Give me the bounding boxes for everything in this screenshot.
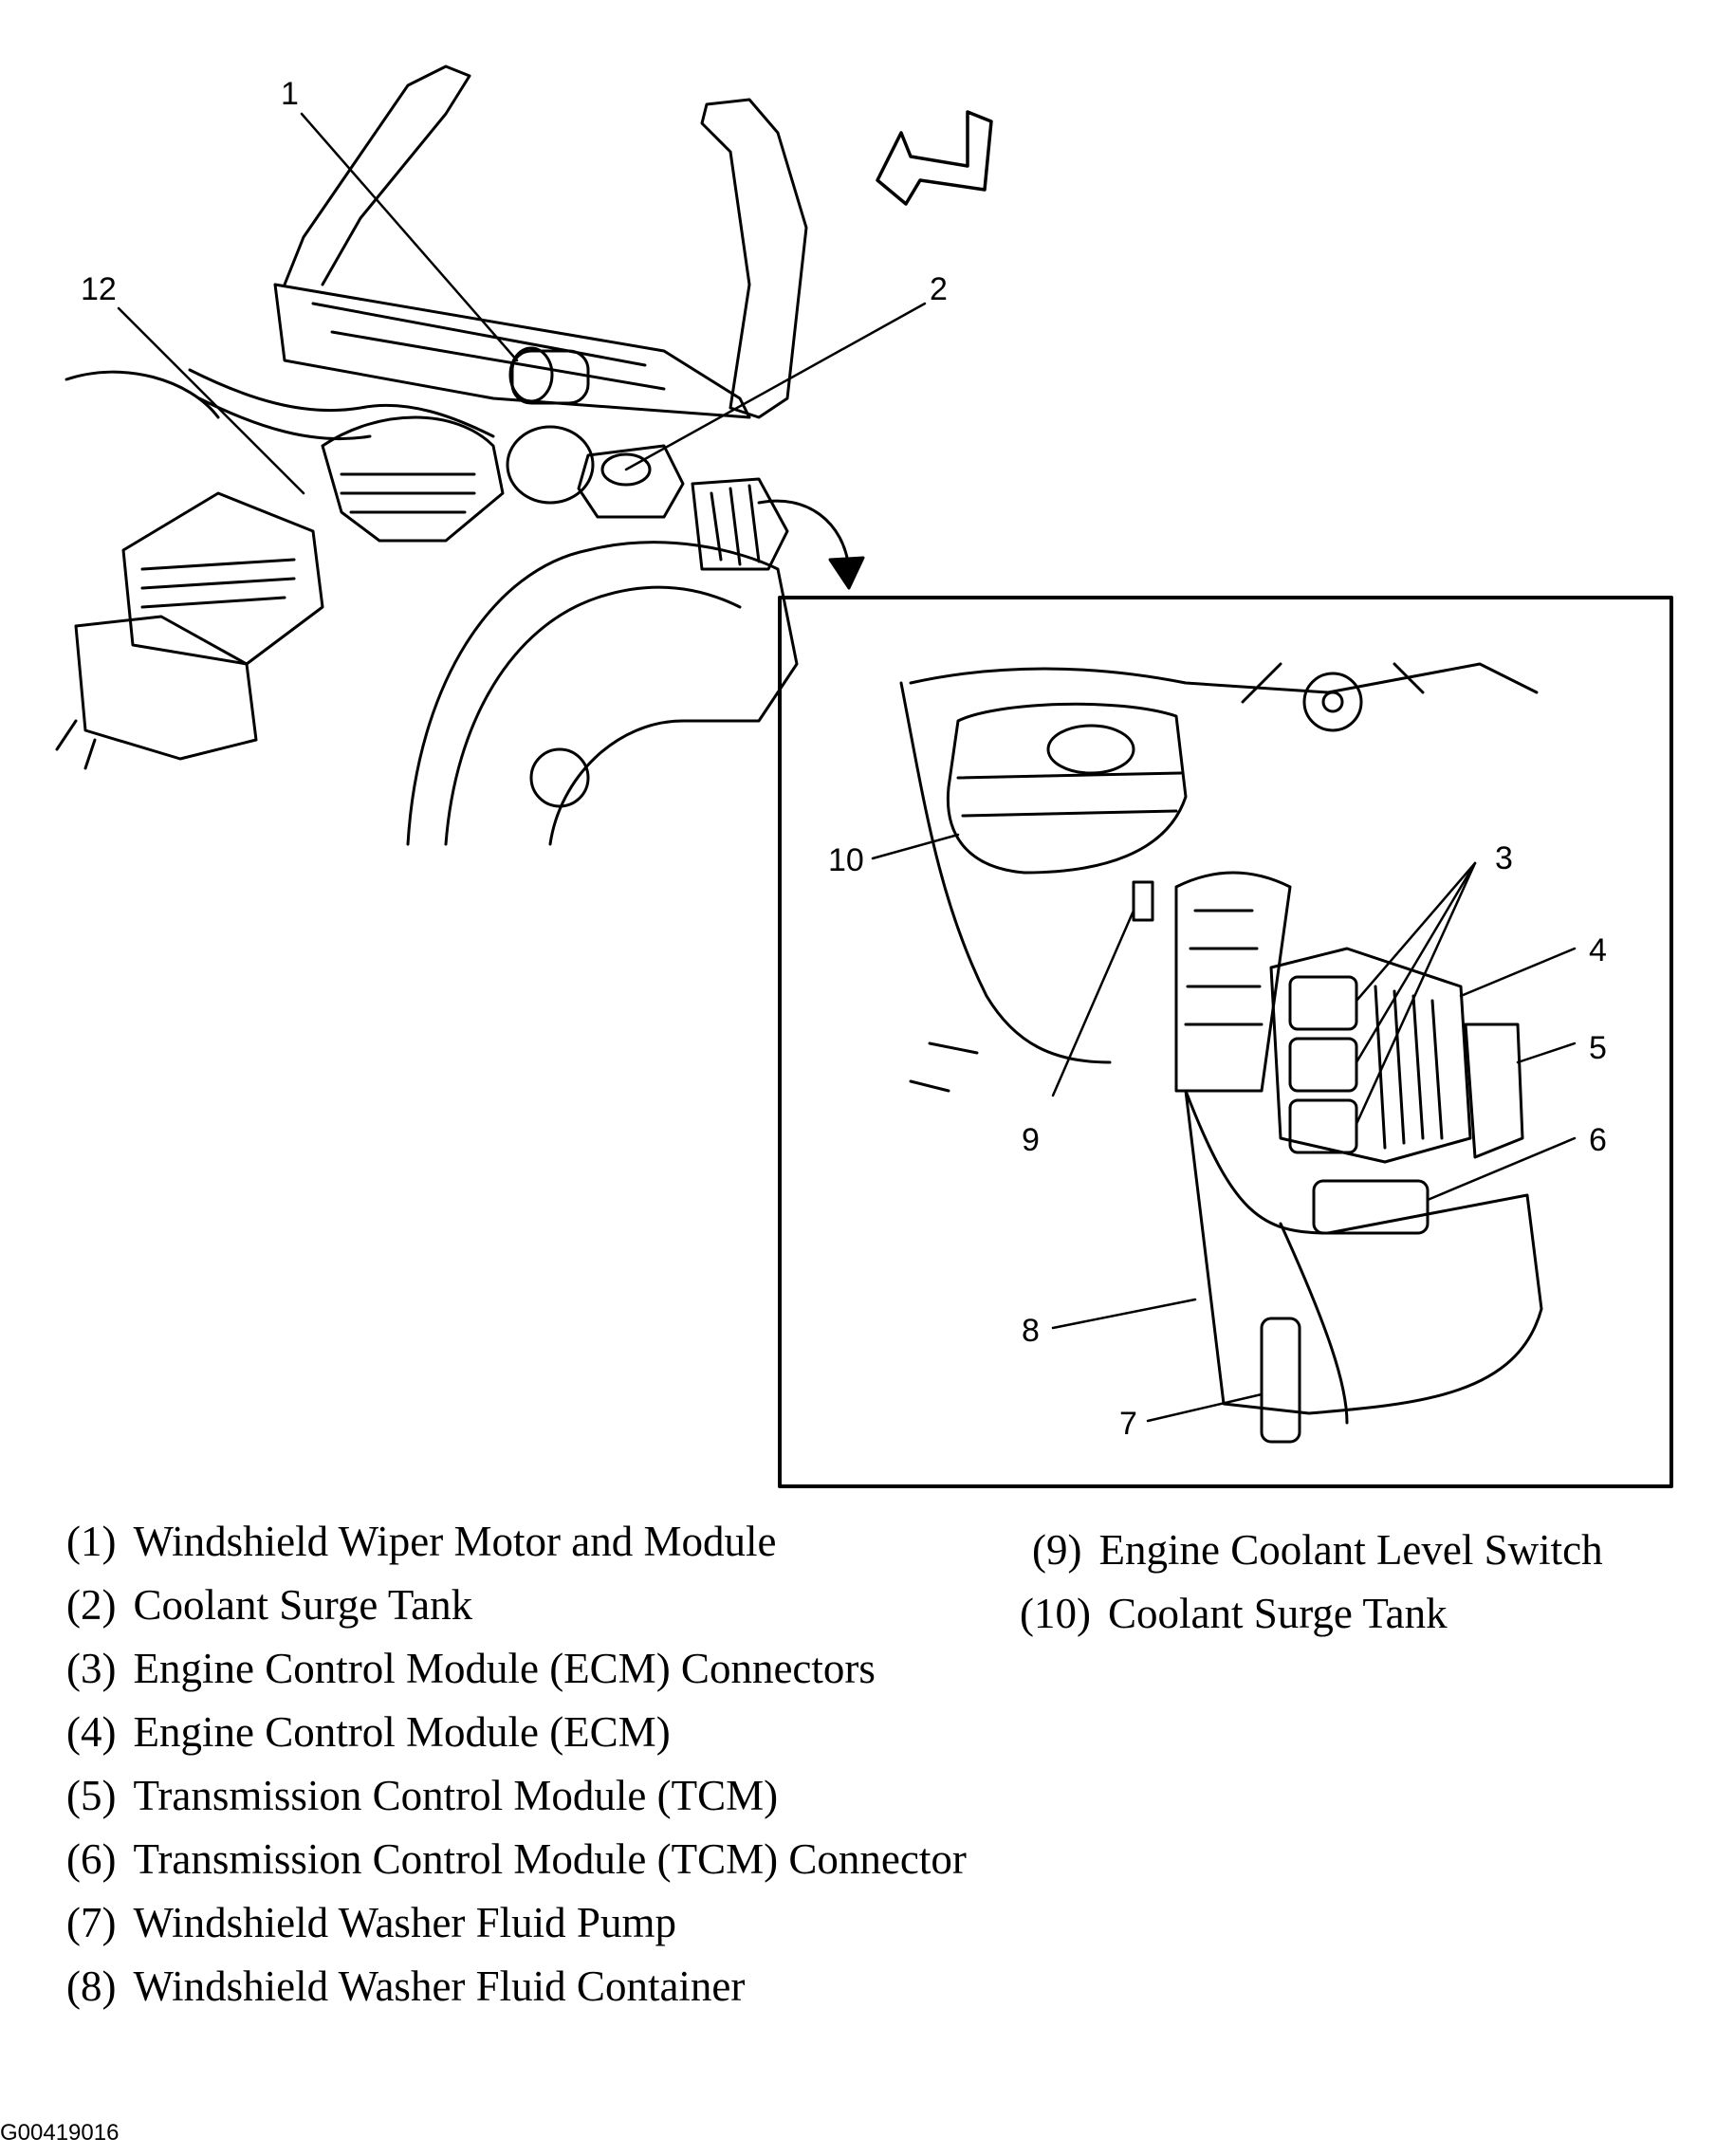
legend-text: Windshield Washer Fluid Container [133,1963,746,2010]
leader-6 [1426,1136,1577,1202]
detail-view-frame [778,596,1673,1488]
legend-item-6: (6) Transmission Control Module (TCM) Con… [66,1838,967,1881]
wiper-motor-cap [508,346,554,403]
legend-item-3: (3) Engine Control Module (ECM) Connector… [66,1648,876,1690]
legend-item-8: (8) Windshield Washer Fluid Container [66,1965,745,2008]
legend-text: Windshield Washer Fluid Pump [133,1899,676,1946]
callout-5: 5 [1589,1030,1607,1066]
legend-num: (2) [66,1581,117,1629]
legend-num: (6) [66,1835,117,1883]
callout-4: 4 [1589,932,1607,968]
legend-text: Engine Control Module (ECM) [133,1708,671,1756]
legend-item-4: (4) Engine Control Module (ECM) [66,1711,671,1754]
wiper-motor-body [510,349,590,405]
leader-4 [1459,947,1577,998]
legend-text: Windshield Wiper Motor and Module [133,1518,777,1565]
coolant-level-switch [1132,880,1154,922]
leader-7 [1146,1392,1264,1423]
legend-text: Transmission Control Module (TCM) [133,1772,779,1819]
engine-top-hoses [909,662,1539,694]
legend-num: (3) [66,1645,117,1692]
curved-detail-arrow [757,499,851,571]
washer-fluid-pump [1260,1317,1301,1444]
leader-10 [871,833,960,860]
tcm-module [1464,1023,1524,1159]
tcm-connector [1312,1179,1430,1235]
leader-3a [1355,861,1477,1003]
figure-code: G00419016 [0,2120,120,2146]
callout-2: 2 [930,271,948,307]
callout-6: 6 [1589,1122,1607,1158]
legend-text: Engine Control Module (ECM) Connectors [133,1645,876,1692]
direction-arrow-icon [876,110,993,206]
curved-arrow-head-icon [828,556,865,590]
callout-12: 12 [81,271,117,307]
surge-tank-detail [946,702,1188,875]
fender-wheel-well [406,541,799,846]
ecm-module [1269,947,1472,1164]
legend-item-2: (2) Coolant Surge Tank [66,1584,472,1627]
wiring-harness [188,368,495,438]
windshield-frame-right [700,98,808,419]
leader-1 [300,112,519,362]
leader-9 [1051,909,1135,1097]
ecm-connector-3 [1288,1098,1358,1154]
leader-2 [624,302,927,471]
front-left-curve [65,370,220,419]
legend-num: (5) [66,1772,117,1819]
air-intake-duct [321,415,505,543]
air-cleaner-box [121,491,324,666]
surge-tank-cap-detail [1046,724,1135,775]
legend-num: (1) [66,1518,117,1565]
leader-8 [1051,1298,1197,1330]
windshield-frame [283,64,471,286]
ecm-connector-2 [1288,1037,1358,1093]
cowl-inner [311,302,666,391]
leader-5 [1516,1041,1577,1064]
legend-num: (10) [1020,1590,1091,1637]
legend-item-9: (9) Engine Coolant Level Switch [1032,1529,1603,1572]
callout-1: 1 [281,76,299,112]
ecm-connector-1 [1288,975,1358,1031]
legend-num: (9) [1032,1526,1082,1574]
legend-text: Coolant Surge Tank [1107,1590,1448,1637]
callout-7: 7 [1119,1406,1137,1442]
engine-pulley [1302,672,1363,732]
callout-9: 9 [1022,1122,1040,1158]
washer-fluid-container [1184,1089,1543,1415]
leader-12 [117,306,305,495]
callout-8: 8 [1022,1313,1040,1349]
legend-text: Coolant Surge Tank [133,1581,473,1629]
fender-inner [444,585,742,846]
callout-3: 3 [1495,840,1513,876]
detail-view [899,662,1543,1444]
front-module [74,615,258,761]
wheel-well-hole [529,747,590,808]
overview-view [55,64,993,846]
cowl-panel [273,283,751,419]
leader-3c [1355,861,1477,1126]
legend-item-7: (7) Windshield Washer Fluid Pump [66,1902,676,1944]
legend-num: (4) [66,1708,117,1756]
washer-filler-neck [1174,871,1292,1093]
callout-10: 10 [828,842,864,878]
legend-item-1: (1) Windshield Wiper Motor and Module [66,1520,776,1563]
surge-tank-overview [577,444,685,519]
legend-num: (7) [66,1899,117,1946]
brake-booster [506,425,595,505]
legend-num: (8) [66,1963,117,2010]
legend-item-10: (10) Coolant Surge Tank [1020,1593,1448,1635]
surge-tank-cap [600,452,652,487]
legend-item-5: (5) Transmission Control Module (TCM) [66,1775,778,1817]
ecm-area-overview [691,477,789,571]
legend-text: Transmission Control Module (TCM) Connec… [133,1835,967,1883]
legend-text: Engine Coolant Level Switch [1098,1526,1603,1574]
detail-left-hoses [899,681,1112,1064]
leader-3b [1355,861,1477,1064]
leader-lines [117,112,1577,1423]
